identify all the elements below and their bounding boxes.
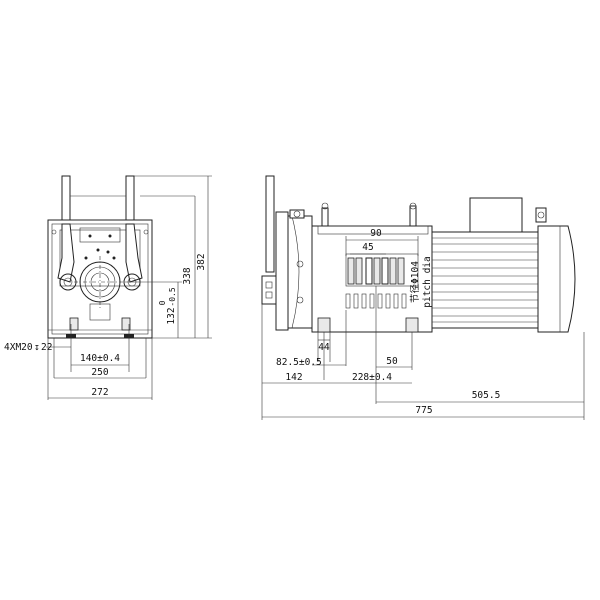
- dim-132-tol-bottom: -0.5: [168, 287, 177, 306]
- dim-50: 50: [386, 356, 398, 367]
- pitch-dia-label: 节径Φ104: [409, 261, 421, 303]
- dim-140: 140±0.4: [80, 353, 120, 364]
- dim-338: 338: [182, 267, 193, 284]
- dim-142: 142: [285, 372, 302, 383]
- hole-depth-symbol: ↧: [34, 342, 40, 353]
- dim-382: 382: [196, 253, 207, 270]
- front-brake-rollers: [59, 273, 141, 291]
- dim-45: 45: [362, 242, 373, 253]
- pitch-dia-label-en: pitch dia: [422, 256, 433, 307]
- front-arms: [57, 223, 143, 283]
- dim-505-5: 505.5: [472, 390, 501, 401]
- dim-132: 132: [166, 307, 177, 324]
- side-view: 90 45 节径Φ104 pitch dia 44 82.5±0.5 50 14…: [261, 175, 585, 420]
- dim-90: 90: [370, 228, 382, 239]
- side-brake-section: [261, 209, 313, 331]
- dim-272: 272: [91, 387, 108, 398]
- dim-228: 228±0.4: [352, 372, 392, 383]
- dim-775: 775: [415, 405, 432, 416]
- hole-depth: 22: [41, 342, 52, 353]
- dim-132-tol-top: 0: [158, 300, 167, 305]
- dim-44: 44: [318, 342, 330, 353]
- front-lifting-lugs: [61, 175, 135, 225]
- front-view: 338 382 132 0 -0.5 4XM20 ↧ 22 140±0.4 25…: [4, 175, 212, 400]
- front-traction-sheave: [74, 256, 126, 308]
- side-lifting-bar: [265, 175, 275, 273]
- dim-82-5: 82.5±0.5: [276, 357, 322, 368]
- hole-spec: 4XM20: [4, 342, 33, 353]
- side-sheave-housing: [311, 202, 433, 333]
- dim-250: 250: [91, 367, 108, 378]
- side-motor: [431, 197, 576, 333]
